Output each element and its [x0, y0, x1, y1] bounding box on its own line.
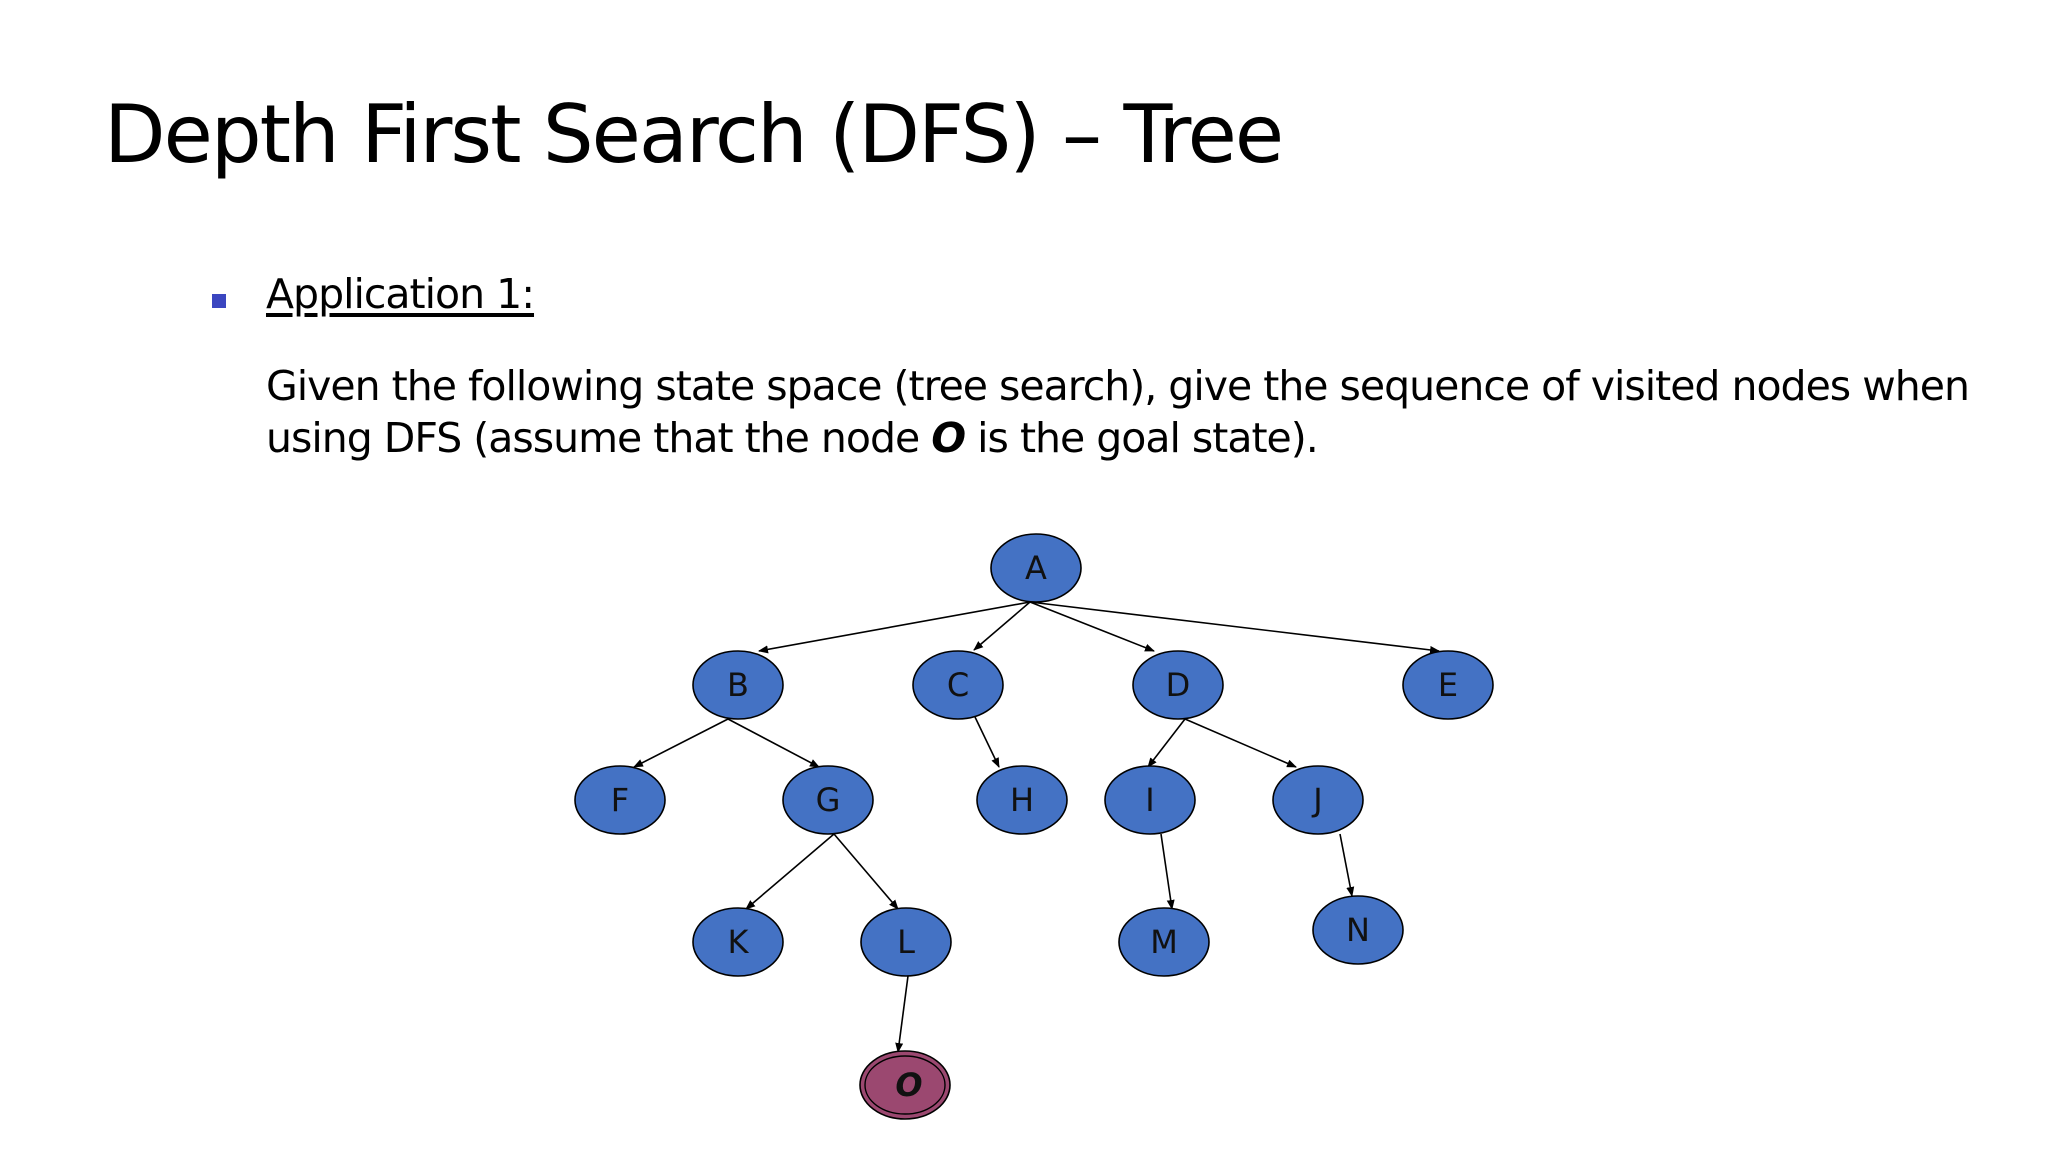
- node-a: A: [990, 533, 1082, 603]
- edge-l-o: [895, 975, 909, 1053]
- node-label: O: [895, 1066, 922, 1104]
- slide-title: Depth First Search (DFS) – Tree: [104, 88, 1284, 181]
- edge-c-h: [974, 716, 1000, 768]
- body-text-part-2: is the goal state).: [965, 414, 1319, 462]
- node-ellipse: [574, 765, 666, 835]
- node-ellipse: [990, 533, 1082, 603]
- node-label: N: [1346, 911, 1370, 949]
- edge-b-f: [633, 718, 729, 768]
- body-text: Given the following state space (tree se…: [266, 360, 2016, 464]
- node-o-goal: O: [859, 1050, 951, 1120]
- node-ellipse: [1402, 650, 1494, 720]
- node-k: K: [692, 907, 784, 977]
- node-label: J: [1311, 781, 1322, 819]
- node-ellipse: [1132, 650, 1224, 720]
- bullet-heading: Application 1:: [266, 270, 535, 318]
- edge-i-m: [1160, 833, 1175, 910]
- node-ellipse: [1312, 895, 1404, 965]
- node-ellipse: [859, 1050, 951, 1120]
- goal-inner-ring: [864, 1055, 946, 1115]
- node-label: G: [816, 781, 841, 819]
- node-e: E: [1402, 650, 1494, 720]
- node-ellipse: [976, 765, 1068, 835]
- node-d: D: [1132, 650, 1224, 720]
- edge-a-d: [1029, 601, 1155, 652]
- node-ellipse: [692, 907, 784, 977]
- goal-node-inline: O: [931, 414, 966, 462]
- node-label: I: [1145, 781, 1154, 819]
- node-j: J: [1272, 765, 1364, 835]
- node-g: G: [782, 765, 874, 835]
- node-ellipse: [1118, 907, 1210, 977]
- node-c: C: [912, 650, 1004, 720]
- node-f: F: [574, 765, 666, 835]
- node-label: M: [1150, 923, 1178, 961]
- edge-d-j: [1184, 718, 1297, 768]
- node-l: L: [860, 907, 952, 977]
- edge-g-l: [833, 833, 899, 910]
- node-label: F: [611, 781, 629, 819]
- edge-b-g: [727, 718, 820, 768]
- edges-layer: [633, 601, 1440, 1053]
- node-label: B: [727, 666, 749, 704]
- node-label: A: [1025, 549, 1047, 587]
- edge-g-k: [745, 833, 835, 910]
- bullet-marker: [212, 294, 226, 308]
- node-ellipse: [1104, 765, 1196, 835]
- node-ellipse: [692, 650, 784, 720]
- edge-j-n: [1339, 833, 1355, 897]
- node-m: M: [1118, 907, 1210, 977]
- node-ellipse: [860, 907, 952, 977]
- edge-a-e: [1029, 601, 1440, 654]
- edge-a-c: [973, 601, 1031, 651]
- node-label: L: [897, 923, 915, 961]
- node-i: I: [1104, 765, 1196, 835]
- node-ellipse: [1272, 765, 1364, 835]
- body-text-part-1: Given the following state space (tree se…: [266, 362, 1970, 462]
- node-label: H: [1010, 781, 1034, 819]
- node-n: N: [1312, 895, 1404, 965]
- node-label: D: [1166, 666, 1191, 704]
- edge-d-i: [1147, 718, 1186, 768]
- edge-a-b: [758, 601, 1031, 654]
- node-ellipse: [782, 765, 874, 835]
- node-b: B: [692, 650, 784, 720]
- node-label: E: [1438, 666, 1458, 704]
- node-ellipse: [912, 650, 1004, 720]
- node-label: C: [947, 666, 969, 704]
- node-h: H: [976, 765, 1068, 835]
- nodes-layer: A B C D E F G H I J K L M N O: [574, 533, 1494, 1120]
- node-label: K: [728, 923, 750, 961]
